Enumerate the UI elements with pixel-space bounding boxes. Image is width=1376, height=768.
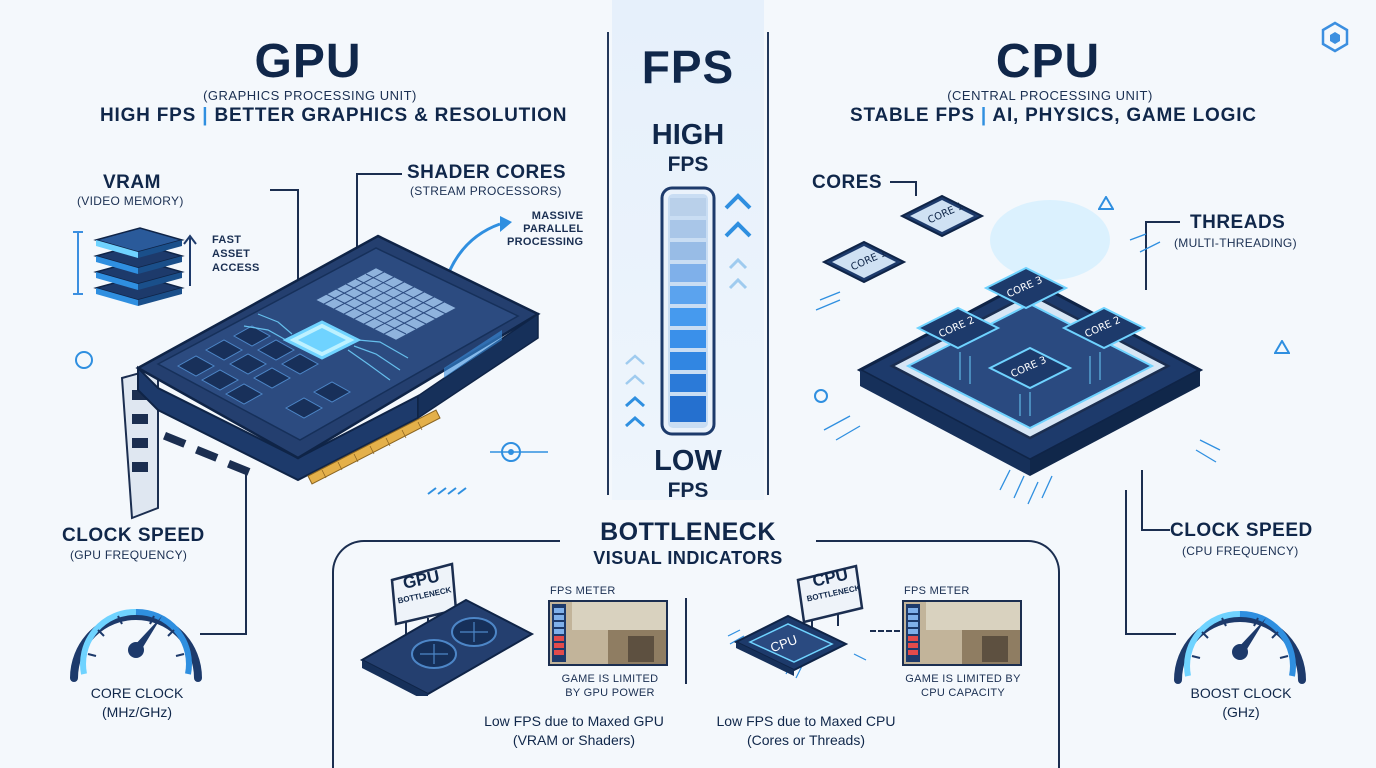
fast-line-2: ASSET [212,248,251,260]
gpu-subtitle: (GRAPHICS PROCESSING UNIT) [203,88,417,103]
gpu-caption-line-2: (VRAM or Shaders) [512,732,636,748]
gpu-speedometer-gauge [62,578,210,690]
hexagon-cube-icon [1318,20,1352,54]
cpu-limited-line-2: CPU CAPACITY [920,687,1006,699]
shader-cores-label: SHADER CORES [407,162,567,183]
cpu-fps-meter-label: FPS METER [904,585,970,597]
divider-right [767,32,769,495]
cpu-clock-leader [1120,470,1180,640]
cpu-clock-speed-label: CLOCK SPEED [1170,520,1313,541]
gpu-meter-divider [685,598,687,684]
decorative-circle-icon [813,388,829,404]
fps-title: FPS [641,41,735,93]
bottleneck-title: BOTTLENECK [560,518,816,547]
cpu-cores-label: CORES [812,172,883,193]
gpu-gauge-caption: CORE CLOCK (MHz/GHz) [62,684,212,722]
vram-stack-illustration [72,220,272,320]
gpu-limited-caption: GAME IS LIMITED BY GPU POWER [548,672,672,700]
fps-low-label: LOW FPS [612,446,764,506]
shader-cores-sublabel: (STREAM PROCESSORS) [410,184,562,198]
tagline-separator: | [202,105,215,126]
tagline-separator: | [980,105,993,126]
gpu-tagline-left: HIGH FPS [100,105,197,126]
cpu-caption-line-1: Low FPS due to Maxed CPU [716,713,896,729]
gpu-card-illustration [118,218,548,538]
fps-low-line-1: LOW [654,445,722,477]
cpu-threads-label: THREADS [1190,212,1286,233]
bottleneck-subtitle: VISUAL INDICATORS [593,548,783,568]
cpu-bottleneck-illustration [726,562,876,682]
fast-line-1: FAST [212,234,242,246]
cpu-gauge-line-1: BOOST CLOCK [1190,685,1292,701]
cpu-tagline-right: AI, PHYSICS, GAME LOGIC [992,105,1257,126]
fps-low-line-2: FPS [667,479,709,502]
gpu-fps-meter-screenshot [548,600,668,666]
cpu-meter-dash [870,630,900,632]
massive-parallel-label: MASSIVE PARALLEL PROCESSING [507,210,583,249]
gpu-tagline-right: BETTER GRAPHICS & RESOLUTION [214,105,568,126]
fps-high-line-2: FPS [667,153,709,176]
cpu-speedometer-gauge [1166,580,1314,692]
cpu-bottleneck-caption: Low FPS due to Maxed CPU (Cores or Threa… [700,712,912,750]
divider-left [607,32,609,495]
gpu-limited-line-1: GAME IS LIMITED [561,673,659,685]
cpu-gauge-caption: BOOST CLOCK (GHz) [1166,684,1316,722]
massive-line-2: PARALLEL [523,223,584,235]
gpu-tagline: HIGH FPS | BETTER GRAPHICS & RESOLUTION [100,105,570,127]
cpu-limited-line-1: GAME IS LIMITED BY [905,673,1021,685]
cpu-limited-caption: GAME IS LIMITED BY CPU CAPACITY [896,672,1030,700]
cpu-subtitle: (CENTRAL PROCESSING UNIT) [947,88,1153,103]
cpu-title: CPU [995,35,1101,88]
gpu-fps-meter-label: FPS METER [550,585,616,597]
vram-sublabel: (VIDEO MEMORY) [77,194,184,208]
cpu-clock-speed-sublabel: (CPU FREQUENCY) [1182,544,1299,558]
fps-high-line-1: HIGH [651,119,725,151]
cpu-tagline: STABLE FPS | AI, PHYSICS, GAME LOGIC [850,105,1270,127]
gpu-caption-line-1: Low FPS due to Maxed GPU [484,713,664,729]
cpu-threads-sublabel: (MULTI-THREADING) [1174,236,1297,250]
chevron-up-icon-low [620,350,650,434]
cpu-chip-illustration [800,180,1240,510]
chevron-up-icon [720,188,756,298]
vram-label: VRAM [103,172,161,193]
fast-line-3: ACCESS [212,262,260,274]
fast-asset-access-label: FAST ASSET ACCESS [212,233,260,275]
massive-line-3: PROCESSING [507,236,584,248]
decorative-triangle-icon [1098,196,1114,210]
cpu-tagline-left: STABLE FPS [850,105,975,126]
fps-high-label: HIGH FPS [612,120,764,180]
gpu-gauge-line-2: (MHz/GHz) [102,704,172,720]
gpu-gauge-line-1: CORE CLOCK [90,685,184,701]
gpu-clock-speed-sublabel: (GPU FREQUENCY) [70,548,188,562]
fps-meter [660,186,716,436]
massive-line-1: MASSIVE [531,210,584,222]
cpu-fps-meter-screenshot [902,600,1022,666]
gpu-clock-speed-label: CLOCK SPEED [62,525,205,546]
cpu-gauge-line-2: (GHz) [1222,704,1260,720]
gpu-limited-line-2: BY GPU POWER [565,687,655,699]
cpu-caption-line-2: (Cores or Threads) [746,732,865,748]
gpu-bottleneck-illustration [356,560,546,696]
gpu-bottleneck-caption: Low FPS due to Maxed GPU (VRAM or Shader… [468,712,680,750]
decorative-triangle-icon [1274,340,1290,354]
gpu-title: GPU [254,35,362,88]
